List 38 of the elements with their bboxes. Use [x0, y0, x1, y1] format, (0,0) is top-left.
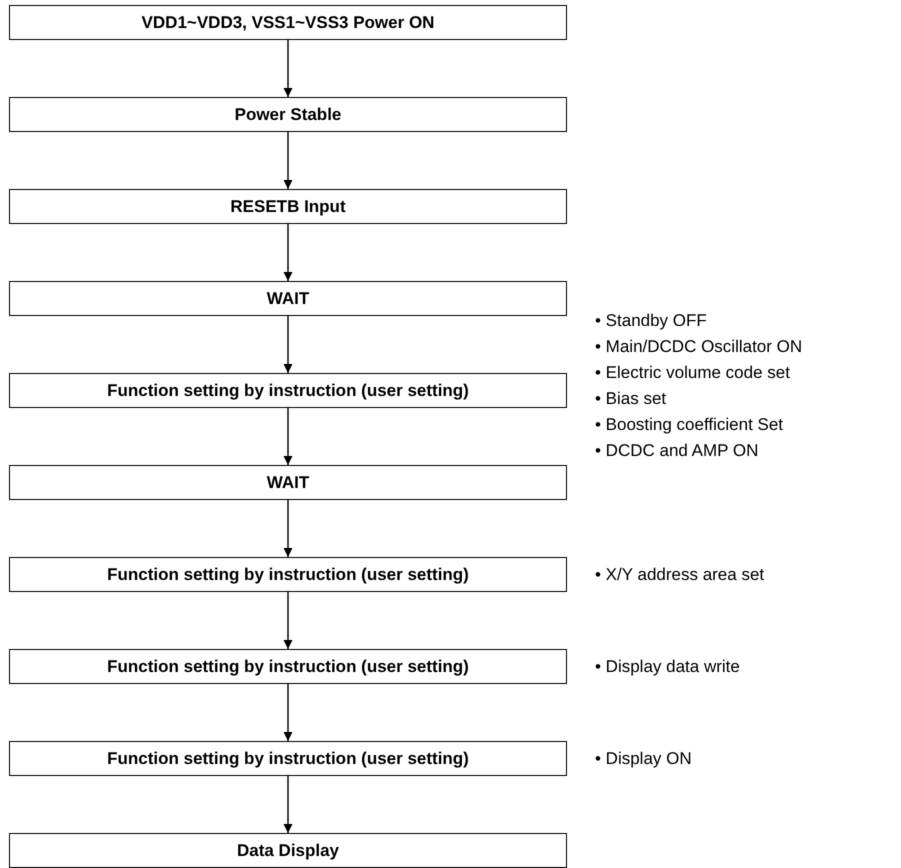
process-box: [9, 833, 567, 868]
arrow: [284, 316, 292, 373]
process-box: [9, 281, 567, 316]
step-label: Function setting by instruction (user setting): [107, 748, 469, 768]
bullet-note: • Electric volume code set: [595, 362, 791, 384]
arrow: [284, 500, 292, 557]
bullet-note: • Main/DCDC Oscillator ON: [595, 336, 802, 358]
arrow: [284, 224, 292, 281]
step-label: VDD1~VDD3, VSS1~VSS3 Power ON: [142, 12, 434, 32]
arrow: [284, 592, 292, 649]
process-box: [9, 649, 567, 684]
process-box: [9, 5, 567, 40]
bullet-note: • DCDC and AMP ON: [595, 440, 760, 462]
process-box: [9, 557, 567, 592]
step-label: WAIT: [266, 288, 310, 308]
step-label: WAIT: [266, 472, 310, 492]
step-label: Function setting by instruction (user setting): [107, 564, 469, 584]
step-label: Data Display: [236, 840, 340, 860]
arrow: [284, 408, 292, 465]
bullet-note: • Display data write: [595, 656, 740, 678]
process-box: [9, 741, 567, 776]
bullet-note: • Boosting coefficient Set: [595, 414, 784, 436]
process-box: [9, 189, 567, 224]
bullet-note: • Bias set: [595, 388, 668, 410]
step-label: RESETB Input: [230, 196, 346, 216]
process-box: [9, 373, 567, 408]
step-label: Function setting by instruction (user setting): [107, 656, 469, 676]
step-label: Power Stable: [234, 104, 342, 124]
arrow: [284, 776, 292, 833]
bullet-note: • X/Y address area set: [595, 564, 764, 586]
process-box: [9, 97, 567, 132]
bullet-note: • Display ON: [595, 748, 692, 770]
process-box: [9, 465, 567, 500]
bullet-note: • Standby OFF: [595, 310, 708, 332]
arrow: [284, 40, 292, 97]
arrow: [284, 132, 292, 189]
step-label: Function setting by instruction (user setting): [107, 380, 469, 400]
arrow: [284, 684, 292, 741]
